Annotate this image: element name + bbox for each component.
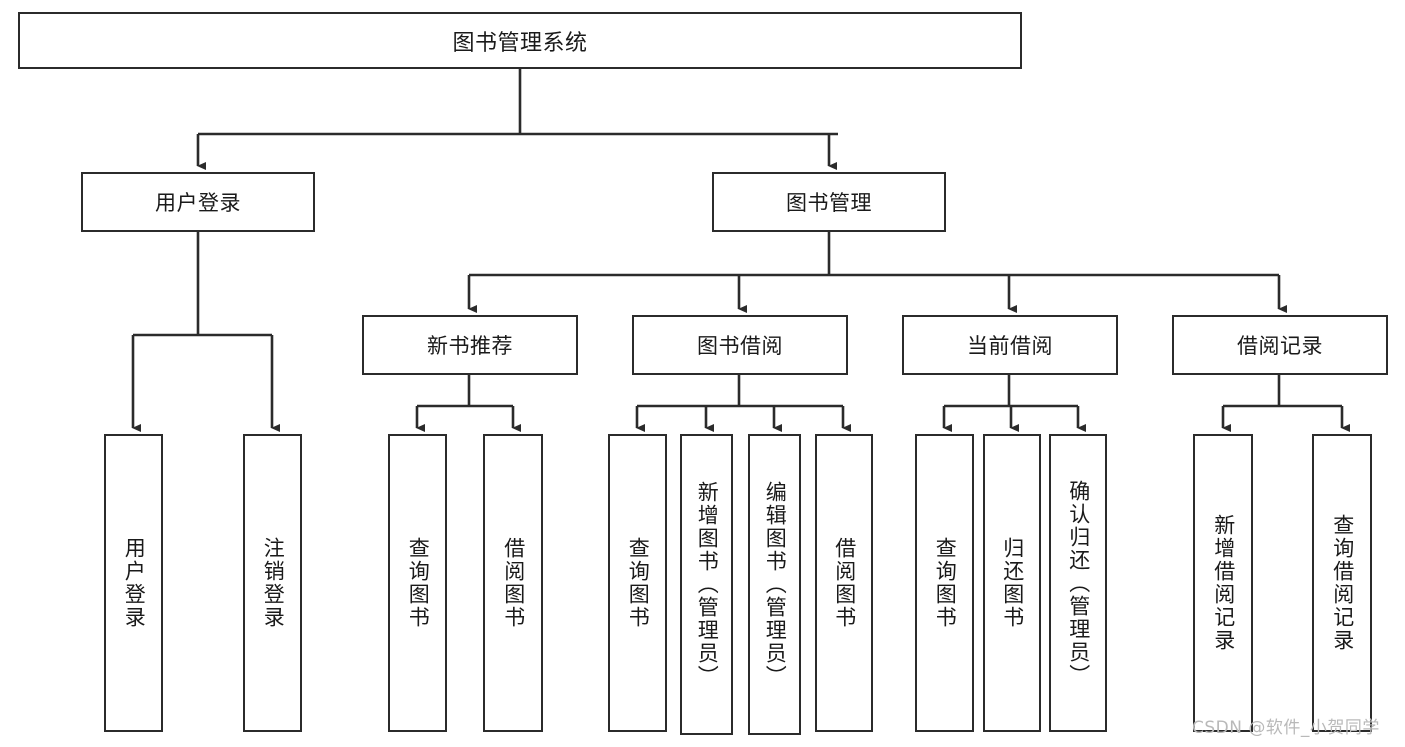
node-leaf-query-borrow-record[interactable]: 查询借阅记录 bbox=[1312, 434, 1372, 732]
node-leaf-label: 归还图书 bbox=[1000, 537, 1025, 629]
node-leaf-add-borrow-record[interactable]: 新增借阅记录 bbox=[1193, 434, 1253, 732]
node-leaf-label: 注销登录 bbox=[261, 537, 286, 629]
node-leaf-label: 查询借阅记录 bbox=[1330, 514, 1355, 652]
node-leaf-label: 新增借阅记录 bbox=[1211, 514, 1236, 652]
node-leaf-label: 用户登录 bbox=[122, 537, 147, 629]
node-leaf-add-book-admin[interactable]: 新增图书（管理员） bbox=[680, 434, 733, 735]
node-root[interactable]: 图书管理系统 bbox=[18, 12, 1022, 69]
node-borrow-record[interactable]: 借阅记录 bbox=[1172, 315, 1388, 375]
node-leaf-query-book-3[interactable]: 查询图书 bbox=[915, 434, 974, 732]
node-leaf-return-book[interactable]: 归还图书 bbox=[983, 434, 1041, 732]
node-leaf-confirm-return-admin[interactable]: 确认归还（管理员） bbox=[1049, 434, 1107, 732]
node-user-login[interactable]: 用户登录 bbox=[81, 172, 315, 232]
node-current-borrow-label: 当前借阅 bbox=[967, 334, 1053, 358]
node-leaf-label: 查询图书 bbox=[406, 537, 431, 629]
node-new-book-recommend-label: 新书推荐 bbox=[427, 334, 513, 358]
node-leaf-label: 借阅图书 bbox=[832, 537, 857, 629]
node-leaf-user-login[interactable]: 用户登录 bbox=[104, 434, 163, 732]
node-leaf-query-book-1[interactable]: 查询图书 bbox=[388, 434, 447, 732]
node-leaf-edit-book-admin[interactable]: 编辑图书（管理员） bbox=[748, 434, 801, 735]
node-leaf-label: 编辑图书（管理员） bbox=[763, 481, 788, 688]
node-leaf-label: 新增图书（管理员） bbox=[695, 481, 720, 688]
node-book-borrow-label: 图书借阅 bbox=[697, 334, 783, 358]
node-leaf-borrow-book-2[interactable]: 借阅图书 bbox=[815, 434, 873, 732]
node-new-book-recommend[interactable]: 新书推荐 bbox=[362, 315, 578, 375]
node-leaf-borrow-book-1[interactable]: 借阅图书 bbox=[483, 434, 543, 732]
node-leaf-label: 确认归还（管理员） bbox=[1066, 479, 1091, 687]
node-borrow-record-label: 借阅记录 bbox=[1237, 334, 1323, 358]
node-book-borrow[interactable]: 图书借阅 bbox=[632, 315, 848, 375]
node-leaf-query-book-2[interactable]: 查询图书 bbox=[608, 434, 667, 732]
node-user-login-label: 用户登录 bbox=[155, 191, 241, 215]
node-leaf-label: 查询图书 bbox=[626, 537, 651, 629]
node-book-manage[interactable]: 图书管理 bbox=[712, 172, 946, 232]
node-current-borrow[interactable]: 当前借阅 bbox=[902, 315, 1118, 375]
node-leaf-logout-login[interactable]: 注销登录 bbox=[243, 434, 302, 732]
node-leaf-label: 借阅图书 bbox=[501, 537, 526, 629]
node-root-label: 图书管理系统 bbox=[452, 30, 588, 56]
node-leaf-label: 查询图书 bbox=[933, 537, 958, 629]
node-book-manage-label: 图书管理 bbox=[786, 191, 872, 215]
